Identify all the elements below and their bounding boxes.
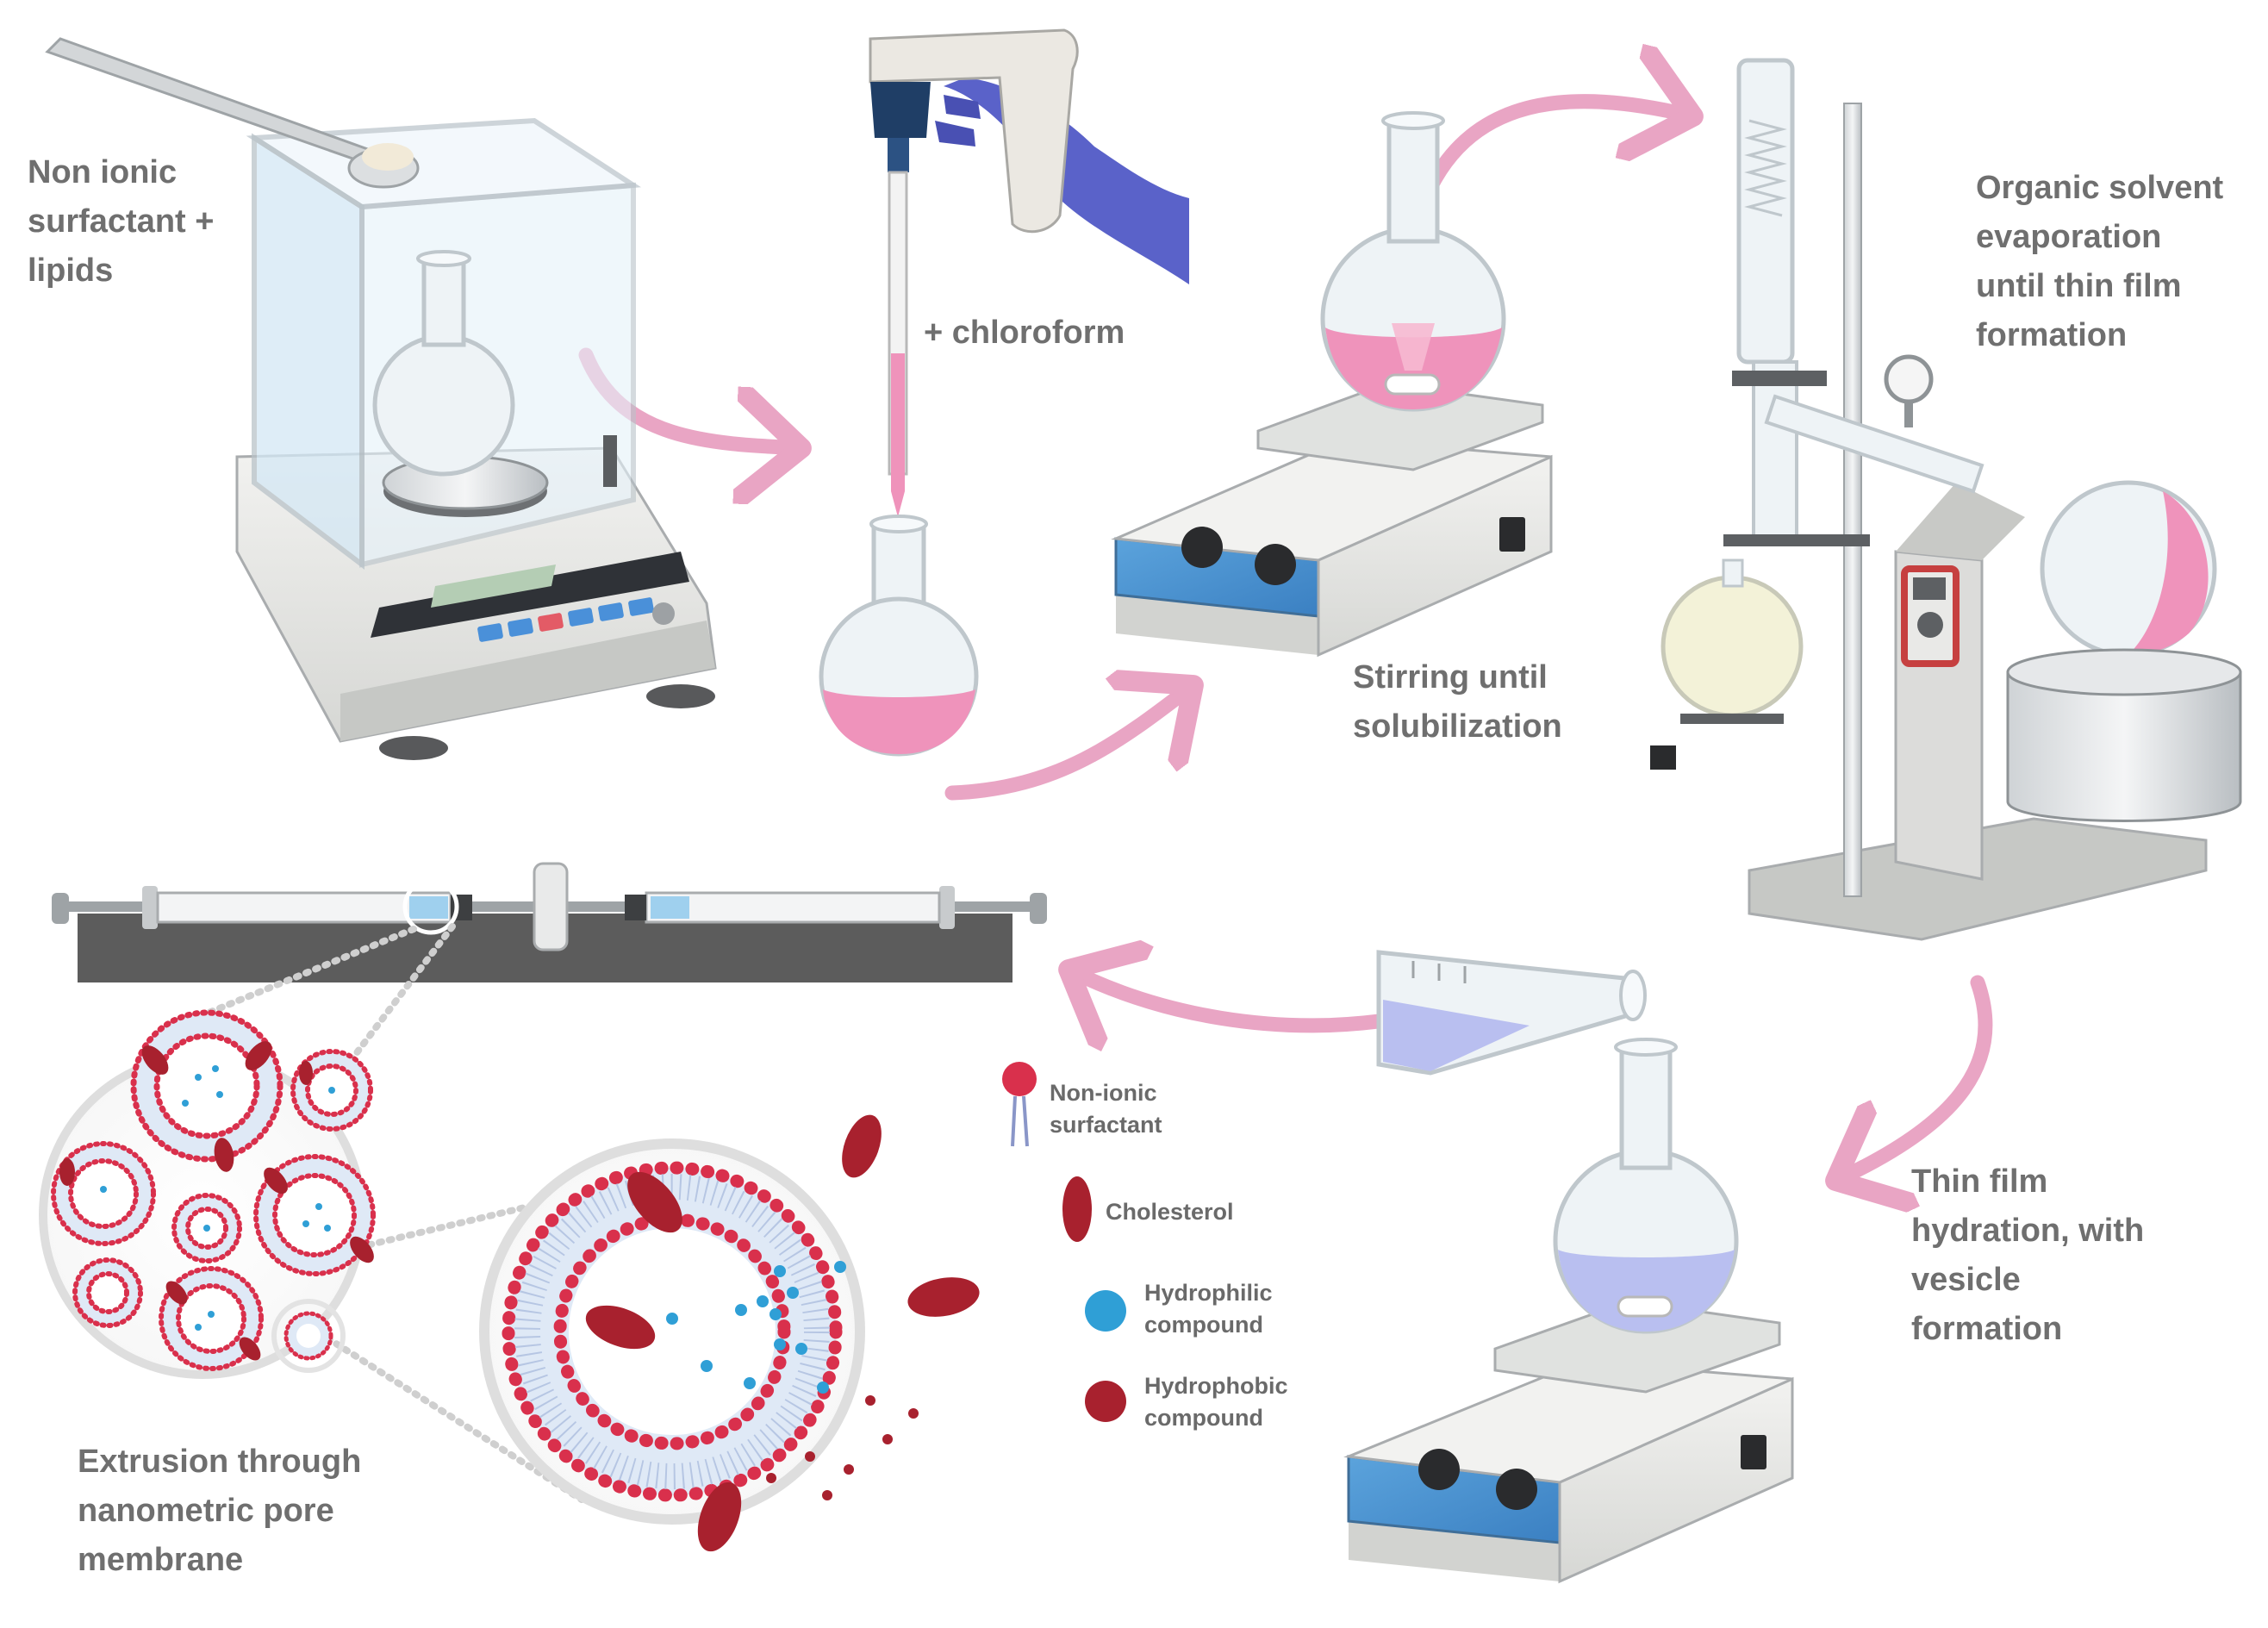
arrow-evaporate-to-hydrate [1835,975,1993,1181]
hydrophobic-legend-icon [1085,1381,1126,1422]
step-label-extrude: Extrusion through nanometric pore membra… [78,1444,362,1578]
magnetic-stirrer-hydration-icon [1343,1038,1794,1584]
legend [1002,1062,1126,1422]
arrow-stir-to-evaporate [1414,102,1693,215]
step-label-hydrate: Thin film hydration, with vesicle format… [1911,1163,2145,1347]
arrow-chloroform-to-stir [944,685,1193,801]
pouring-flask-icon [1376,950,1647,1076]
legend-label-surfactant: Non-ionic surfactant [1050,1080,1162,1138]
legend-label-hydrophobic: Hydrophobic compound [1144,1373,1288,1431]
vesicle [253,1154,376,1276]
vesicle [130,1009,284,1172]
rotary-evaporator-icon [1650,58,2242,941]
vesicle-highlighted [271,1299,346,1373]
step-label-weigh: Non ionic surfactant + lipids [28,154,215,289]
vesicle [72,1257,143,1328]
vesicle [171,1193,242,1263]
legend-label-hydrophilic: Hydrophilic compound [1144,1280,1273,1338]
hydrophilic-dots [666,1261,846,1394]
vesicle-population-zoom [39,1009,376,1379]
hydrophilic-legend-icon [1085,1290,1126,1332]
vesicle [51,1141,156,1246]
legend-label-cholesterol: Cholesterol [1106,1199,1234,1225]
vesicle [159,1266,264,1371]
hydrophobic-dots [766,1395,919,1500]
step-label-evaporate: Organic solvent evaporation until thin f… [1976,170,2224,353]
hydrophilic-dots [100,1065,335,1331]
cholesterol-molecule [842,1114,882,1178]
cholesterol-molecule [627,1171,682,1233]
surfactant-legend-icon [1002,1062,1037,1147]
step-label-chloroform: + chloroform [924,315,1125,351]
niosome-zoom [479,1114,980,1552]
cholesterol-molecule [585,1305,656,1350]
analytical-balance-icon [45,37,717,760]
pipette-controller-icon [819,28,1189,757]
syringe-extruder-icon [52,862,1047,982]
cholesterol-molecule [697,1481,742,1552]
cholesterol-molecule [907,1277,980,1317]
step-label-stir: Stirring until solubilization [1353,659,1562,745]
process-arrows [578,102,1993,1181]
magnetic-stirrer-icon [1111,111,1553,658]
cholesterol-legend-icon [1062,1176,1092,1242]
arrow-hydrate-to-extrude [1069,970,1386,1026]
